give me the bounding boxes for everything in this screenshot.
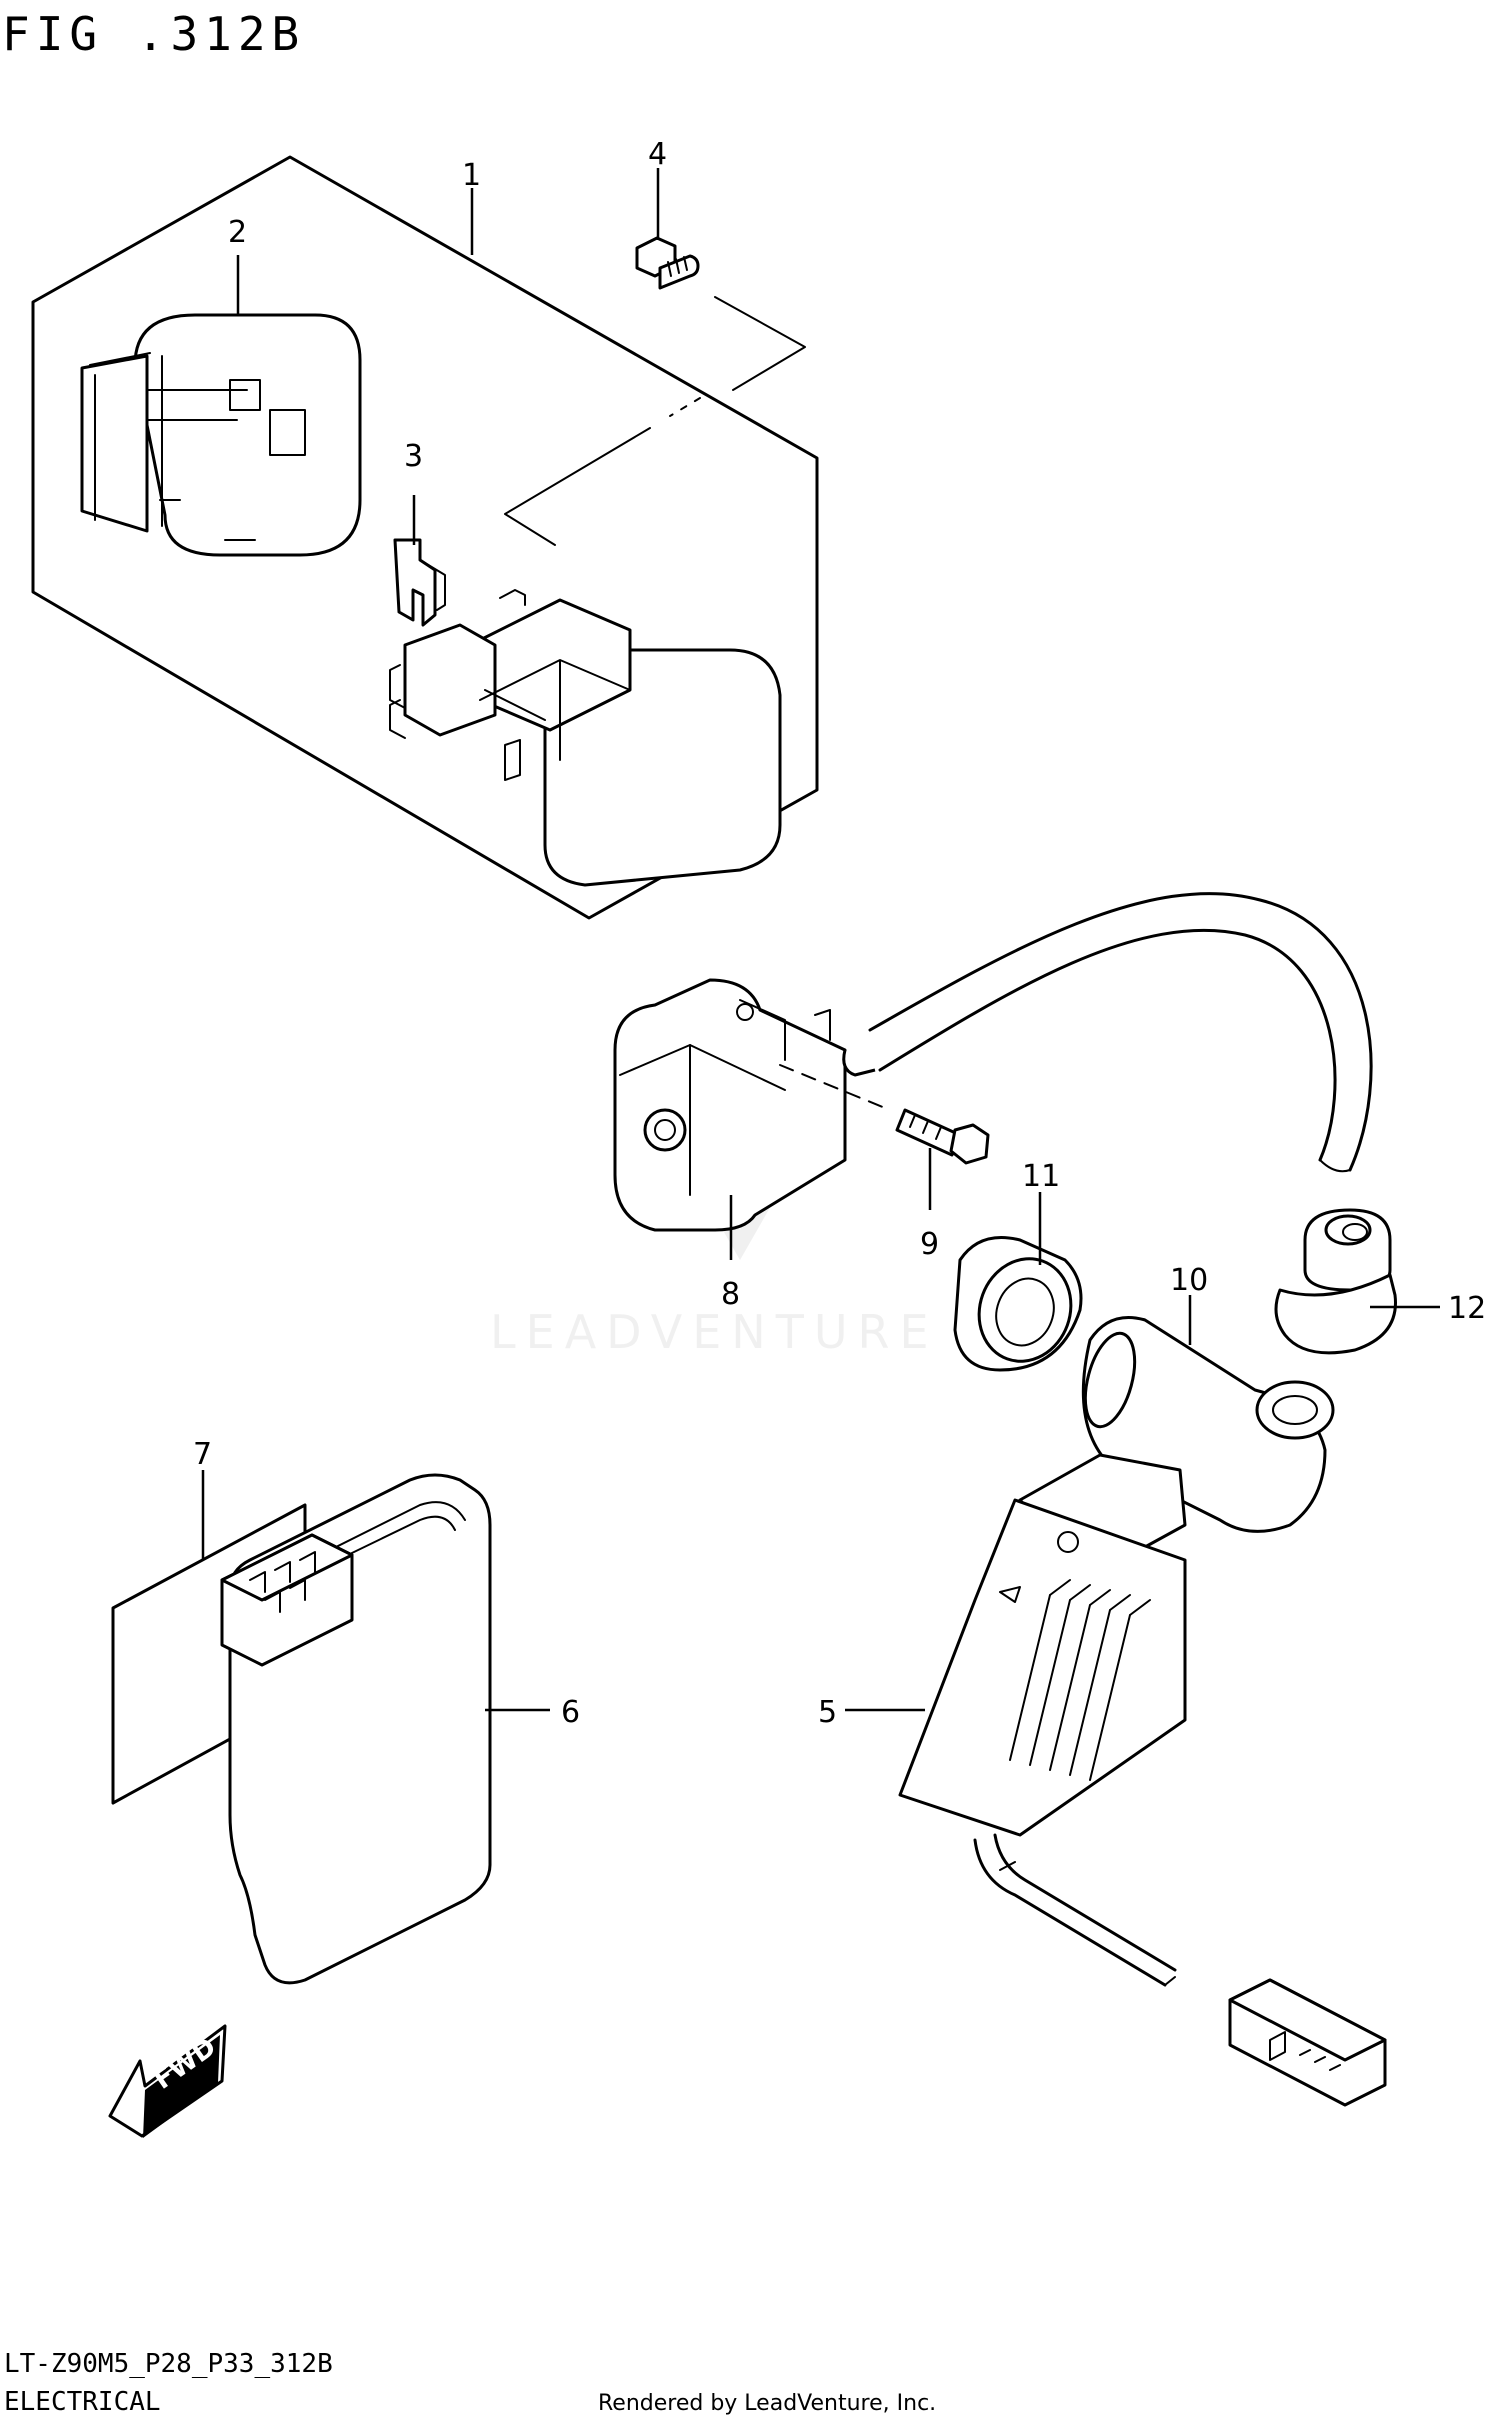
callout-numbers: 1 2 3 4 5 6 7 8 9 10 11 12 bbox=[193, 137, 1486, 1730]
fwd-arrow-icon: FWD bbox=[108, 2024, 227, 2138]
part-11-cover bbox=[953, 1236, 1083, 1372]
callout-leaders bbox=[201, 168, 1440, 1712]
callout-8: 8 bbox=[721, 1277, 740, 1312]
part-3-fuse bbox=[393, 538, 446, 627]
callout-12: 12 bbox=[1448, 1291, 1486, 1326]
callout-2: 2 bbox=[228, 215, 247, 250]
callout-5: 5 bbox=[818, 1695, 837, 1730]
part-8-ignition-coil bbox=[613, 892, 1373, 1232]
callout-10: 10 bbox=[1170, 1263, 1208, 1298]
part-2-relay-cover bbox=[80, 313, 362, 557]
credit-text: Rendered by LeadVenture, Inc. bbox=[598, 2391, 936, 2416]
part-1-relay-assembly bbox=[31, 155, 819, 920]
callout-4: 4 bbox=[648, 137, 667, 172]
callout-9: 9 bbox=[920, 1227, 939, 1262]
callout-7: 7 bbox=[193, 1437, 212, 1472]
part-4-screw bbox=[635, 236, 700, 290]
part-5-regulator bbox=[898, 1453, 1387, 2107]
model-code: LT-Z90M5_P28_P33_312B bbox=[4, 2349, 333, 2379]
callout-3: 3 bbox=[404, 439, 423, 474]
section-name: ELECTRICAL bbox=[4, 2387, 161, 2417]
relay-body bbox=[389, 589, 782, 887]
callout-1: 1 bbox=[462, 158, 481, 193]
callout-11: 11 bbox=[1022, 1159, 1060, 1194]
part-9-bolt bbox=[779, 1064, 990, 1165]
part-6-cdi-unit bbox=[220, 1473, 492, 1985]
figure-title: FIG .312B bbox=[2, 7, 305, 61]
callout-6: 6 bbox=[561, 1695, 580, 1730]
watermark-text: LEADVENTURE bbox=[490, 1305, 939, 1359]
part-12-cap bbox=[1274, 1208, 1397, 1355]
